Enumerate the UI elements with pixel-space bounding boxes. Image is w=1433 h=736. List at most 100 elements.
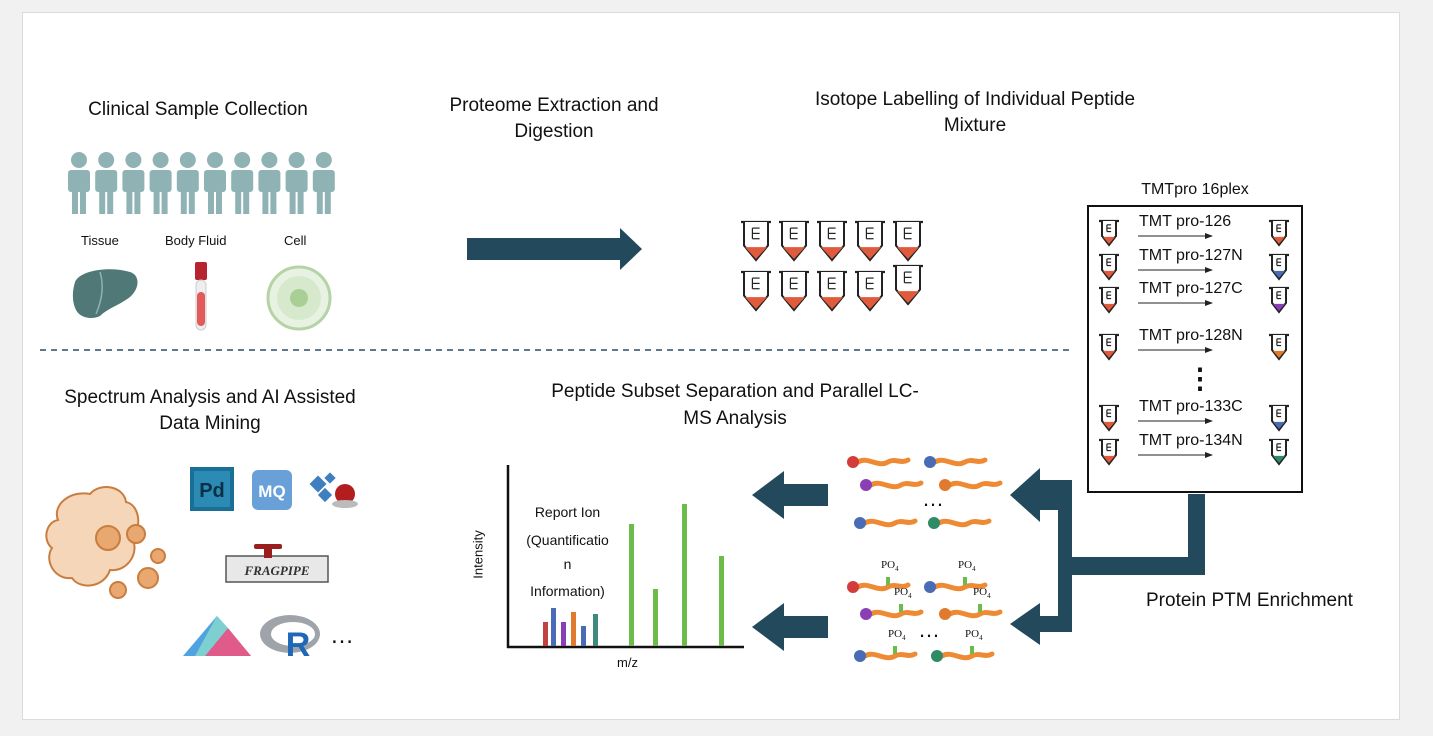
person-icon [312, 152, 335, 214]
report-ion-bar [593, 614, 598, 646]
software-ellipsis: … [330, 622, 354, 649]
peptide-group [847, 456, 1003, 662]
person-icon [95, 152, 118, 214]
report-ion-line3: n [563, 556, 572, 572]
step3-title-line2: Mixture [943, 115, 1007, 136]
sample-tube-icon [1269, 404, 1289, 432]
sample-tube-icon [1099, 219, 1119, 247]
sample-tube-icon [1099, 333, 1119, 361]
peptide-icon [924, 456, 988, 468]
person-icon [204, 152, 226, 214]
report-ion-bar [561, 622, 566, 646]
peptide-fragment-bar [653, 589, 658, 646]
fragpipe-logo-text: FRAGPIPE [243, 563, 309, 578]
sample-tube-icon [1269, 253, 1289, 281]
po4-label: PO4 [881, 559, 899, 574]
liver-icon [72, 269, 138, 318]
spectrum-plot [506, 465, 744, 649]
report-ion-line4: Information) [530, 583, 605, 599]
step3-title-line1: Isotope Labelling of Individual Peptide [814, 89, 1136, 110]
sample-tube-icon [817, 220, 847, 262]
sample-tube-icon [1099, 286, 1119, 314]
tmt-label: TMT pro-133C [1139, 398, 1243, 415]
report-ion-bar [551, 608, 556, 646]
sample-label-body-fluid: Body Fluid [165, 233, 227, 248]
step1-title: Clinical Sample Collection [88, 99, 308, 120]
peptide-icon [860, 479, 924, 491]
peptide-icon [928, 517, 992, 529]
peptide-ellipsis: … [918, 617, 940, 642]
sample-label-tissue: Tissue [81, 233, 119, 248]
tmt-label-rows [1099, 219, 1289, 466]
ptm-enrichment-label: Protein PTM Enrichment [1146, 590, 1353, 611]
peptide-icon [860, 604, 924, 620]
po4-label: PO4 [888, 628, 906, 643]
peptide-fragment-bar [719, 556, 724, 646]
peptide-icon [847, 456, 911, 468]
po4-label: PO4 [958, 559, 976, 574]
tmt-vertical-ellipsis: ⋮ [1186, 363, 1214, 394]
tmt-label: TMT pro-126 [1139, 213, 1232, 230]
peptide-icon [924, 577, 988, 593]
step2-title-line1: Proteome Extraction and [449, 95, 659, 116]
person-icon [68, 152, 90, 214]
sample-tube-icon [1269, 219, 1289, 247]
arrow-to-spectrum-top [752, 471, 828, 519]
report-ion-bar [581, 626, 586, 646]
report-ion-bar [571, 612, 576, 646]
skyline-logo [309, 472, 358, 508]
ai-brain-icon [45, 486, 166, 599]
step2-title-line2: Digestion [514, 121, 594, 142]
r-logo-text: R [286, 626, 311, 664]
step4-title-line2: MS Analysis [683, 408, 787, 429]
sample-tube-icon [1269, 438, 1289, 466]
perseus-logo [183, 616, 251, 656]
tmt-label: TMT pro-128N [1139, 327, 1243, 344]
r-language-logo: R [260, 615, 320, 664]
person-icon [122, 152, 145, 214]
tmt-box [1087, 205, 1303, 493]
tmt-title: TMTpro 16plex [1141, 181, 1249, 198]
sample-tube-icon [855, 270, 885, 312]
person-icon [231, 152, 254, 214]
tmt-label: TMT pro-127N [1139, 247, 1243, 264]
sample-tube-icon [893, 220, 923, 262]
report-ion-line1: Report Ion [534, 504, 601, 520]
report-ion-bar [543, 622, 548, 646]
po4-label: PO4 [894, 586, 912, 601]
proteome-discoverer-logo: Pd [190, 467, 234, 511]
sample-tube-icon [817, 270, 847, 312]
maxquant-logo: MQ [252, 470, 292, 510]
fragpipe-logo: FRAGPIPE [225, 544, 329, 583]
peptide-icon [854, 646, 918, 662]
sample-tube-icon [741, 220, 771, 262]
arrow-to-spectrum-bottom [752, 603, 828, 651]
step5-title-line1: Spectrum Analysis and AI Assisted [64, 387, 356, 408]
sample-tube-icon [741, 270, 771, 312]
sample-tube-icon [1099, 253, 1119, 281]
sample-tube-icon [779, 270, 809, 312]
sample-tube-icon [1099, 404, 1119, 432]
sample-tube-icon [779, 220, 809, 262]
person-icon [285, 152, 308, 214]
people-icons [68, 152, 335, 214]
peptide-icon [847, 577, 911, 593]
sample-tube-icon [855, 220, 885, 262]
tmt-label: TMT pro-127C [1139, 280, 1243, 297]
step5-title-line2: Data Mining [159, 413, 261, 434]
sample-tube-icon [893, 264, 923, 306]
tmt-label: TMT pro-134N [1139, 432, 1243, 449]
peptide-icon [939, 479, 1003, 491]
person-icon [149, 152, 172, 214]
po4-label: PO4 [965, 628, 983, 643]
sample-tube-grid [741, 220, 923, 312]
peptide-icon [939, 604, 1003, 620]
peptide-fragment-bar [629, 524, 634, 646]
enrichment-connector [1010, 468, 1205, 645]
peptide-icon [931, 646, 995, 662]
sample-tube-icon [1099, 438, 1119, 466]
pd-logo-text: Pd [199, 480, 225, 502]
blood-tube-icon [195, 262, 207, 331]
mq-logo-text: MQ [258, 482, 285, 501]
